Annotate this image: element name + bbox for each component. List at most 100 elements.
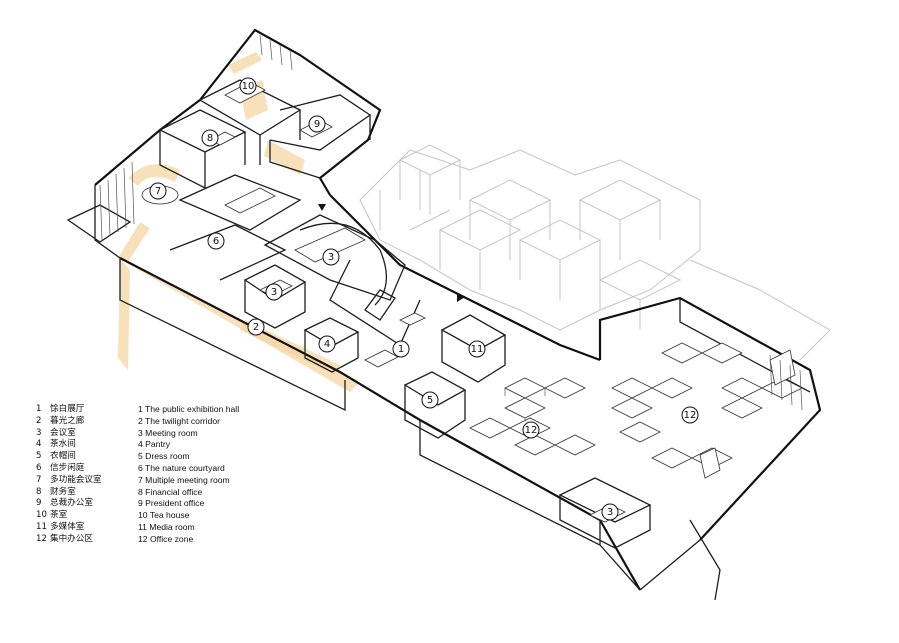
room-marker: 11 — [468, 340, 486, 358]
legend-number: 12 — [36, 533, 47, 544]
legend-row: 8 财务室 8 Financial office — [36, 487, 239, 499]
legend-row: 3 会议室 3 Meeting room — [36, 428, 239, 440]
room-marker-number: 12 — [525, 425, 538, 436]
room-marker-number: 12 — [684, 410, 697, 421]
legend-english-name: 6 The nature courtyard — [138, 462, 225, 473]
legend-english-name: 10 Tea house — [138, 510, 190, 521]
legend-number: 11 — [36, 521, 47, 532]
legend-chinese-name: 多媒体室 — [50, 521, 85, 532]
legend-chinese-name: 多功能会议室 — [50, 474, 102, 485]
room-marker: 6 — [207, 232, 225, 250]
room-marker: 12 — [681, 406, 699, 424]
room-marker-circle — [265, 283, 283, 301]
window-hatching — [99, 34, 803, 411]
room-marker-circle — [318, 335, 336, 353]
legend-chinese-name: 茶室 — [50, 510, 68, 521]
room-marker-number: 8 — [207, 133, 213, 144]
room-marker-number: 4 — [324, 339, 330, 350]
legend-row: 1 馀白展厅 1 The public exhibition hall — [36, 404, 239, 416]
legend-number: 7 — [36, 474, 42, 485]
room-marker-number: 2 — [253, 322, 259, 333]
room-marker-number: 3 — [271, 287, 277, 298]
room-marker-circle — [201, 129, 219, 147]
legend-english-name: 5 Dress room — [138, 451, 190, 462]
room-marker: 10 — [239, 77, 257, 95]
legend-chinese-name: 馀白展厅 — [50, 404, 85, 414]
room-marker: 3 — [265, 283, 283, 301]
legend-english-name: 2 The twilight corridor — [138, 415, 220, 426]
legend-row: 5 衣帽间 5 Dress room — [36, 451, 239, 463]
room-marker: 12 — [522, 421, 540, 439]
workstation-clusters — [469, 342, 803, 469]
legend-row: 2 暮光之廊 2 The twilight corridor — [36, 416, 239, 428]
legend-number: 8 — [36, 486, 42, 497]
legend-row: 6 信步闲庭 6 The nature courtyard — [36, 463, 239, 475]
room-marker: 3 — [601, 503, 619, 521]
room-marker-number: 6 — [213, 236, 219, 247]
legend-number: 9 — [36, 498, 42, 509]
legend-number: 10 — [36, 510, 47, 521]
room-marker: 9 — [308, 115, 326, 133]
legend-chinese-name: 暮光之廊 — [50, 415, 85, 426]
legend-row: 4 茶水间 4 Pantry — [36, 439, 239, 451]
legend-chinese-name: 总裁办公室 — [50, 498, 93, 509]
legend-number: 2 — [36, 415, 42, 426]
room-marker-circle — [392, 340, 410, 358]
arrow-marker-icon — [318, 204, 326, 211]
room-marker-circle — [308, 115, 326, 133]
legend-number: 5 — [36, 451, 42, 462]
legend-english-name: 1 The public exhibition hall — [138, 404, 240, 414]
legend-chinese-name: 信步闲庭 — [50, 462, 85, 473]
room-marker: 2 — [247, 318, 265, 336]
room-marker-number: 11 — [471, 344, 484, 355]
room-marker-number: 3 — [607, 507, 613, 518]
legend-english-name: 8 Financial office — [138, 486, 203, 497]
room-marker-number: 10 — [242, 81, 255, 92]
room-marker: 7 — [149, 182, 167, 200]
legend-number: 6 — [36, 462, 42, 473]
room-marker-number: 3 — [328, 252, 334, 263]
legend-row: 9 总裁办公室 9 President office — [36, 498, 239, 510]
ghost-adjacent-area — [359, 144, 831, 361]
room-marker: 5 — [421, 391, 439, 409]
legend-number: 4 — [36, 439, 42, 450]
room-marker-number: 7 — [155, 186, 161, 197]
legend-chinese-name: 会议室 — [50, 427, 76, 438]
arrow-marker-icon — [457, 293, 465, 302]
entry-arrows — [318, 204, 465, 302]
room-marker-circle — [207, 232, 225, 250]
room-marker: 8 — [201, 129, 219, 147]
room-marker-number: 1 — [398, 344, 404, 355]
room-marker-circle — [322, 248, 340, 266]
room-marker-circle — [681, 406, 699, 424]
room-marker-number: 5 — [427, 395, 433, 406]
room-marker: 4 — [318, 335, 336, 353]
legend-chinese-name: 财务室 — [50, 486, 76, 497]
room-marker: 1 — [392, 340, 410, 358]
legend-english-name: 11 Media room — [138, 521, 195, 532]
room-marker-number: 9 — [314, 119, 320, 130]
legend-number: 3 — [36, 427, 42, 438]
legend-number: 1 — [36, 404, 42, 414]
legend-chinese-name: 衣帽间 — [50, 451, 76, 462]
legend-english-name: 4 Pantry — [138, 439, 171, 450]
legend-english-name: 3 Meeting room — [138, 427, 198, 438]
room-marker: 3 — [322, 248, 340, 266]
room-marker-circle — [421, 391, 439, 409]
room-marker-circle — [149, 182, 167, 200]
interior-walls — [158, 79, 652, 549]
room-marker-circle — [601, 503, 619, 521]
room-marker-circle — [247, 318, 265, 336]
room-marker-circle — [239, 77, 257, 95]
legend-chinese-name: 茶水间 — [50, 439, 76, 450]
room-marker-circle — [468, 340, 486, 358]
legend-chinese-name: 集中办公区 — [50, 533, 93, 544]
room-marker-circle — [522, 421, 540, 439]
legend-english-name: 9 President office — [138, 498, 205, 509]
